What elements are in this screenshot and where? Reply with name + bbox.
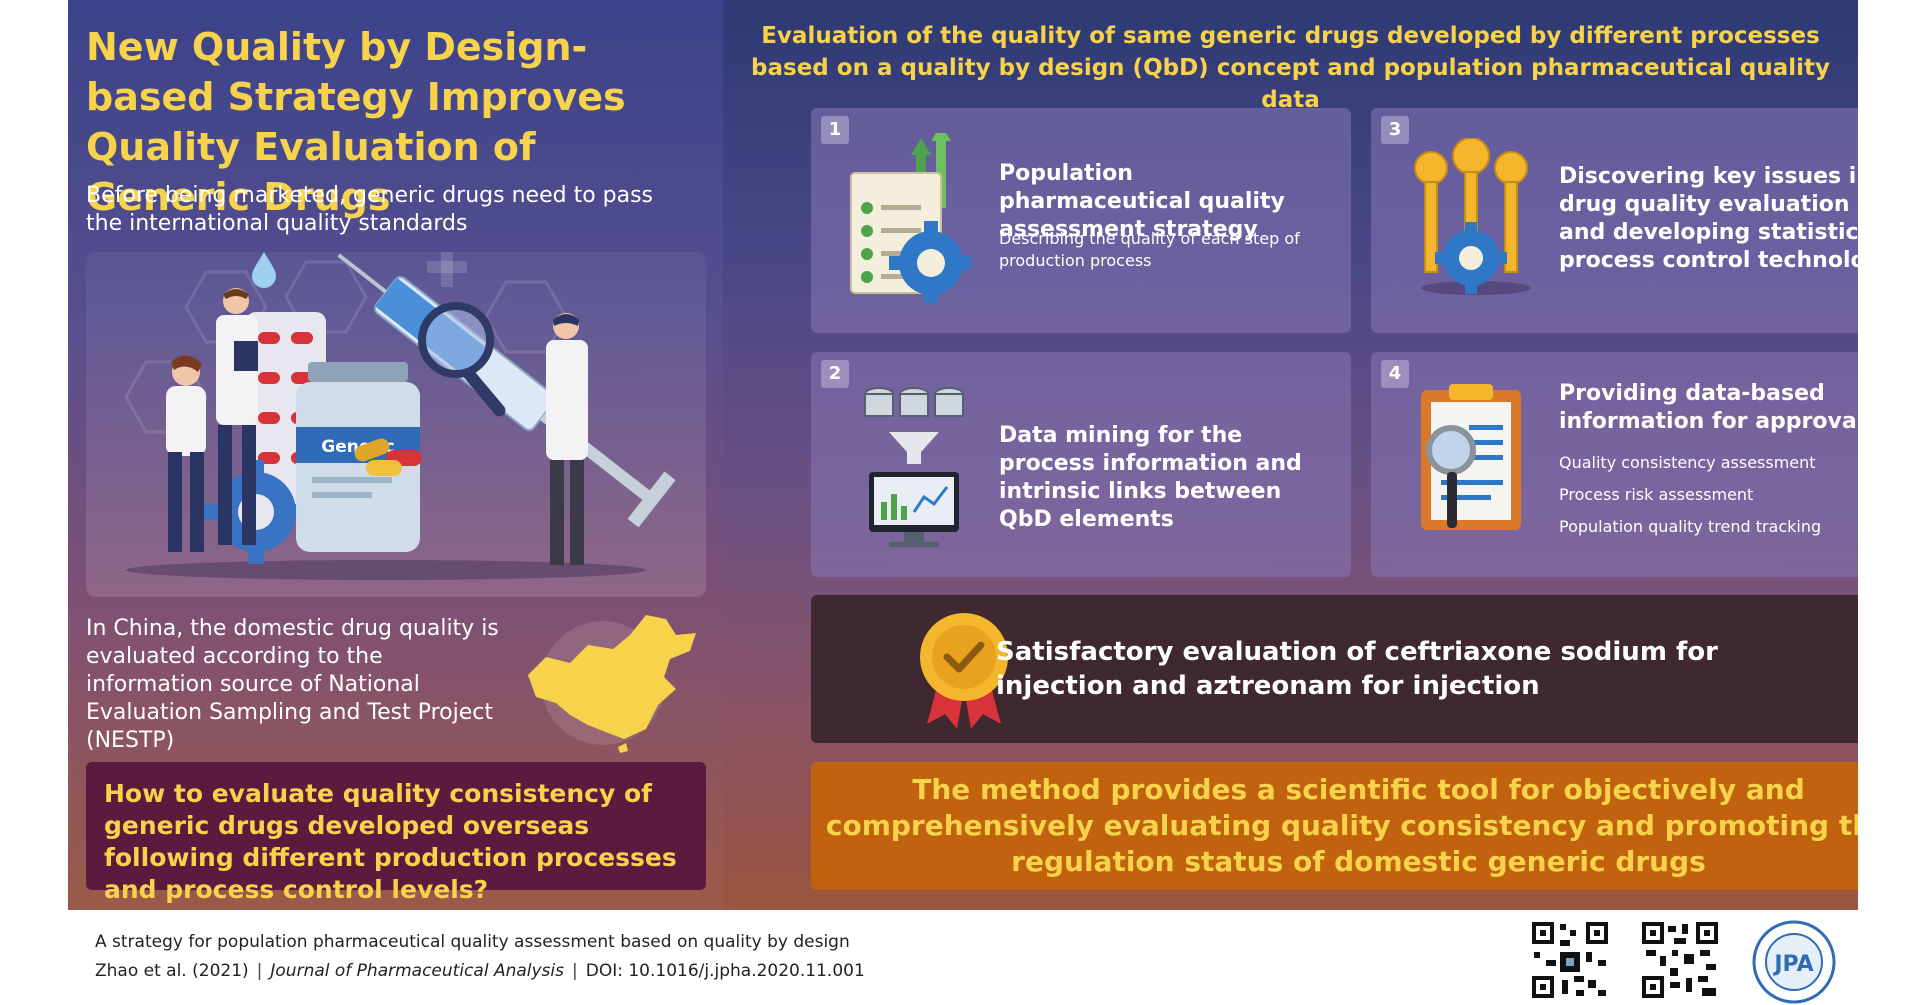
separator: | (572, 961, 578, 981)
card-title: Providing data-based information for app… (1559, 381, 1858, 434)
china-nestp-text: In China, the domestic drug quality is e… (86, 616, 499, 753)
keys-gear-icon (1411, 137, 1541, 302)
list-item: Quality consistency assessment (1559, 453, 1816, 472)
card-description: Describing the quality of each step of p… (999, 229, 1300, 270)
conclusion-box: The method provides a scientific tool fo… (811, 762, 1858, 890)
right-heading: Evaluation of the quality of same generi… (751, 23, 1830, 113)
qr-code-icon[interactable] (1530, 920, 1610, 1000)
card-3-key-issues: 3 Discovering key issues in drug quality… (1371, 108, 1858, 333)
result-text: Satisfactory evaluation of ceftriaxone s… (996, 637, 1718, 701)
qr-code-icon[interactable] (1640, 920, 1720, 1000)
card-title: Population pharmaceutical quality assess… (999, 161, 1285, 242)
jpa-journal-logo: JPA (1752, 920, 1836, 1004)
card-number: 3 (1381, 116, 1409, 144)
lab-illustration: Generic (86, 247, 706, 597)
card-title: Discovering key issues in drug quality e… (1559, 164, 1858, 273)
china-map-icon (518, 605, 708, 755)
left-panel: New Quality by Design-based Strategy Imp… (68, 0, 723, 910)
database-monitor-icon (859, 382, 969, 556)
card-number: 2 (821, 360, 849, 388)
medal-icon (919, 609, 1009, 733)
card-2-data-mining: 2 Data mining for the process infor (811, 352, 1351, 577)
subtitle: Before being marketed, generic drugs nee… (86, 183, 654, 236)
scientists-syringe-illustration: Generic (124, 247, 676, 580)
logo-text: JPA (1772, 952, 1813, 977)
citation-line: Zhao et al. (2021) | Journal of Pharmaceut… (95, 961, 865, 981)
card-4-approval-info: 4 Providing data-based information for a… (1371, 352, 1858, 577)
checklist-gear-icon (841, 125, 973, 307)
card-1-quality-assessment: 1 Population pharmaceutical quality asse… (811, 108, 1351, 333)
list-item: Population quality trend tracking (1559, 517, 1822, 536)
citation-doi: DOI: 10.1016/j.jpha.2020.11.001 (585, 961, 865, 981)
citation-title: A strategy for population pharmaceutical… (95, 932, 850, 952)
list-item: Process risk assessment (1559, 485, 1754, 504)
separator: | (256, 961, 263, 981)
main-title: New Quality by Design-based Strategy Imp… (86, 25, 626, 219)
question-box: How to evaluate quality consistency of g… (86, 762, 706, 904)
right-panel: Evaluation of the quality of same generi… (723, 0, 1858, 910)
card-number: 4 (1381, 360, 1409, 388)
card-title: Data mining for the process information … (999, 423, 1302, 532)
clipboard-magnifier-icon (1411, 380, 1541, 544)
result-box: Satisfactory evaluation of ceftriaxone s… (811, 595, 1858, 743)
citation-authors: Zhao et al. (2021) (95, 961, 249, 981)
footer: A strategy for population pharmaceutical… (0, 910, 1920, 1005)
card-number: 1 (821, 116, 849, 144)
approval-info-list: Quality consistency assessment Process r… (1559, 447, 1858, 543)
citation-journal: Journal of Pharmaceutical Analysis (270, 961, 564, 981)
infographic-poster: New Quality by Design-based Strategy Imp… (68, 0, 1858, 910)
